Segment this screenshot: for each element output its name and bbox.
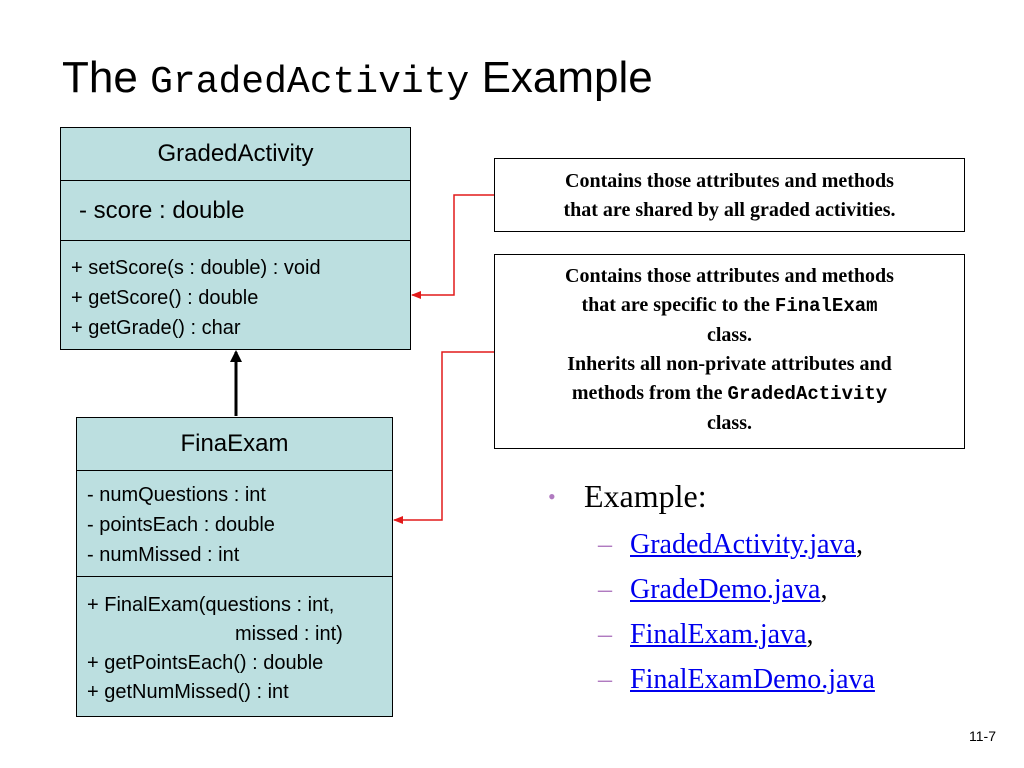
file-link[interactable]: GradeDemo.java — [630, 573, 821, 605]
final-exam-attribute: - pointsEach : double — [87, 514, 275, 536]
final-exam-attribute: - numMissed : int — [87, 544, 240, 566]
graded-activity-method: + getGrade() : char — [71, 317, 241, 339]
note-text: methods from the — [571, 382, 723, 404]
sub-bullet-item: –FinalExam.java, — [548, 612, 988, 657]
bullet-heading: Example: — [584, 478, 707, 514]
superclass-note-connector — [411, 194, 494, 299]
link-suffix: , — [806, 618, 814, 650]
dash-icon: – — [598, 663, 612, 695]
final-exam-methods: + FinalExam(questions : int, missed : in… — [77, 576, 392, 716]
sub-bullet-item: –GradedActivity.java, — [548, 522, 988, 567]
note-text: that are specific to the — [581, 294, 770, 316]
page-number: 11-7 — [969, 728, 996, 744]
final-exam-method: + getNumMissed() : int — [87, 681, 289, 703]
title-prefix: The — [62, 53, 138, 102]
graded-activity-method: + setScore(s : double) : void — [71, 257, 321, 279]
final-exam-class-name: FinaExam — [180, 430, 289, 457]
note-line: Contains those attributes and methods — [565, 265, 894, 287]
final-exam-attribute: - numQuestions : int — [87, 484, 266, 506]
final-exam-method: + FinalExam(questions : int, — [87, 594, 335, 616]
graded-activity-class-name: GradedActivity — [157, 140, 314, 167]
graded-activity-attribute: - score : double — [79, 197, 245, 224]
link-suffix: , — [820, 573, 828, 605]
subclass-note: Contains those attributes and methods th… — [494, 254, 965, 449]
file-link[interactable]: FinalExamDemo.java — [630, 663, 875, 695]
note-code: FinalExam — [774, 295, 878, 317]
graded-activity-class-box: GradedActivity - score : double + setSco… — [60, 127, 411, 350]
note-line: class. — [707, 412, 752, 434]
note-line-with-code: that are specific to the FinalExam — [495, 291, 964, 321]
bullet-item: • Example: — [548, 474, 988, 522]
final-exam-class-box: FinaExam - numQuestions : int - pointsEa… — [76, 417, 393, 717]
note-line: that are shared by all graded activities… — [563, 199, 896, 221]
final-exam-method: + getPointsEach() : double — [87, 652, 324, 674]
dash-icon: – — [598, 573, 612, 605]
note-line: Inherits all non-private attributes and — [567, 353, 892, 375]
title-suffix: Example — [481, 53, 653, 102]
final-exam-attributes: - numQuestions : int - pointsEach : doub… — [77, 470, 392, 576]
note-code: GradedActivity — [727, 383, 888, 405]
file-link[interactable]: FinalExam.java — [630, 618, 807, 650]
sub-bullet-item: –FinalExamDemo.java — [548, 657, 988, 702]
dash-icon: – — [598, 528, 612, 560]
title-code: GradedActivity — [150, 61, 470, 104]
final-exam-method-continuation: missed : int) — [235, 623, 343, 645]
slide-title: The GradedActivity Example — [62, 50, 653, 106]
graded-activity-method: + getScore() : double — [71, 287, 259, 309]
link-suffix: , — [855, 528, 863, 560]
note-line-with-code: methods from the GradedActivity — [495, 379, 964, 409]
note-line: Contains those attributes and methods — [565, 170, 894, 192]
dash-icon: – — [598, 618, 612, 650]
superclass-note: Contains those attributes and methods th… — [494, 158, 965, 232]
example-bullet-list: •Example: –GradedActivity.java, –GradeDe… — [548, 474, 988, 702]
note-line: class. — [707, 324, 752, 346]
graded-activity-methods: + setScore(s : double) : void + getScore… — [61, 240, 410, 348]
sub-bullet-item: –GradeDemo.java, — [548, 567, 988, 612]
graded-activity-attributes: - score : double — [61, 180, 410, 240]
bullet-dot-icon: • — [548, 483, 556, 509]
file-link[interactable]: GradedActivity.java — [630, 528, 856, 560]
subclass-note-connector — [393, 351, 494, 524]
